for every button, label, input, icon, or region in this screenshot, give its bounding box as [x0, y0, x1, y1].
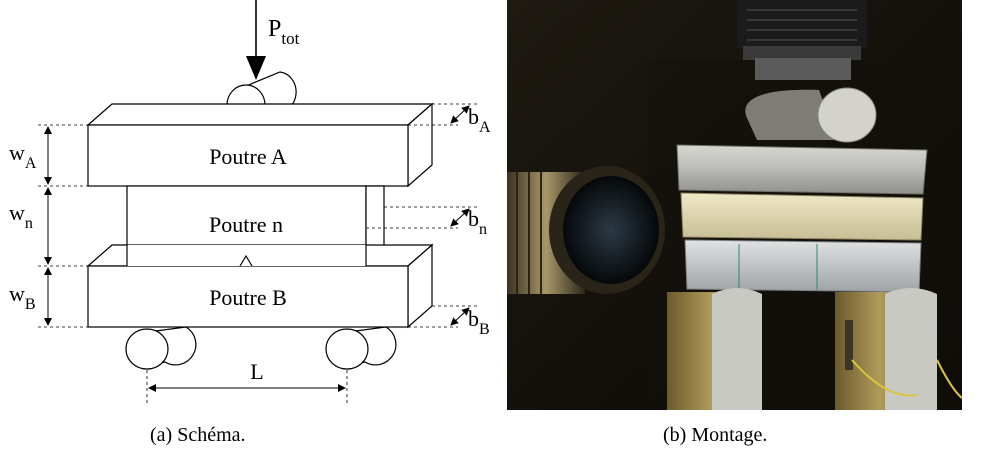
camera-lens	[507, 166, 665, 294]
load-roller	[745, 87, 877, 143]
b-b-label: bB	[468, 306, 490, 338]
b-a-label: bA	[468, 104, 491, 136]
bottom-roller-left	[125, 326, 197, 370]
setup-photo	[507, 0, 962, 410]
beam-n-label: Poutre n	[209, 212, 283, 237]
beam-schematic: Ptot Poutre A Poutre n Poutre B wA wn wB…	[9, 0, 491, 406]
w-a-label: wA	[9, 140, 37, 172]
w-b-label: wB	[9, 281, 36, 313]
load-label: Ptot	[268, 16, 300, 48]
beam-a	[86, 102, 434, 188]
right-support	[835, 288, 962, 410]
b-b-dimension	[450, 307, 470, 326]
b-n-dimension	[450, 208, 470, 227]
load-arrowhead	[246, 56, 266, 80]
b-a-dimension	[450, 105, 470, 124]
beam-b-label: Poutre B	[209, 285, 287, 310]
guide-lines	[38, 103, 478, 406]
caption-schema: (a) Schéma.	[150, 424, 246, 446]
left-support	[667, 288, 762, 410]
span-label: L	[250, 359, 263, 384]
caption-montage: (b) Montage.	[663, 424, 768, 446]
b-n-label: bn	[468, 206, 487, 238]
bottom-roller-right	[325, 326, 397, 370]
beam-stack	[676, 144, 928, 293]
load-head	[737, 0, 867, 80]
beam-a-label: Poutre A	[209, 144, 287, 169]
beam-b	[86, 243, 434, 329]
w-n-label: wn	[9, 200, 33, 232]
